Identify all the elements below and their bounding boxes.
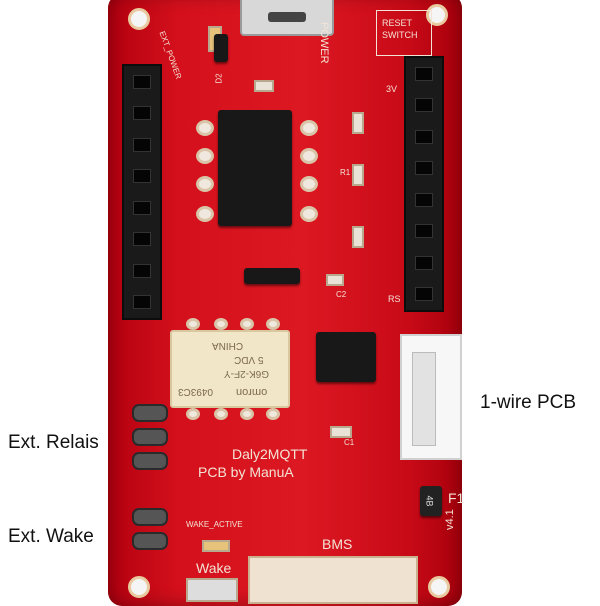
relay-text-voltage: 5 VDC: [234, 354, 264, 365]
led-wake: [202, 540, 230, 552]
ic-pad: [300, 176, 318, 192]
capacitor-c1: [330, 426, 352, 438]
relay-text-model: G6K-2F-Y: [224, 368, 270, 379]
relay-pad: [214, 408, 228, 420]
silk-wake-active: WAKE_ACTIVE: [186, 520, 243, 529]
silk-f1: F1: [448, 490, 465, 506]
callout-ext-wake: Ext. Wake: [8, 526, 94, 547]
silk-pin-3v: 3V: [386, 84, 398, 94]
soic-chip: [316, 332, 376, 382]
ext-wake-pins: [132, 508, 168, 550]
silk-c2: C2: [336, 290, 347, 299]
silk-bms: BMS: [322, 536, 353, 552]
silk-pin-rs: RS: [388, 294, 401, 304]
relay-pad: [240, 408, 254, 420]
relay-text-brand: omron: [236, 386, 268, 398]
resistor-a: [352, 112, 364, 134]
resistor-r1: [352, 164, 364, 186]
silk-switch: SWITCH: [382, 30, 418, 40]
relay-pad: [266, 318, 280, 330]
reset-switch-outline: [376, 10, 432, 56]
mounting-hole-top-left: [128, 8, 150, 30]
ic-pad: [196, 206, 214, 222]
one-wire-connector-slot: [412, 352, 436, 446]
board-title: Daly2MQTT: [232, 446, 308, 462]
callout-ext-relais: Ext. Relais: [8, 432, 99, 453]
usb-port: [268, 12, 306, 22]
relay-pad: [214, 318, 228, 330]
ic-pad: [196, 120, 214, 136]
ext-relais-pins: [132, 404, 168, 470]
fuse-f1: [420, 486, 442, 516]
silk-power: POWER: [318, 22, 330, 64]
mounting-hole-bottom-right: [428, 576, 450, 598]
resistor-b: [352, 226, 364, 248]
usb-connector: [240, 0, 334, 36]
capacitor-top: [254, 80, 274, 92]
silk-r1: R1: [340, 168, 351, 177]
silk-c1: C1: [344, 438, 355, 447]
silk-reset: RESET: [382, 18, 413, 28]
ic-pad: [196, 148, 214, 164]
capacitor-c2: [326, 274, 344, 286]
right-pin-header: [404, 56, 444, 312]
relay-text-code: 0493C3: [178, 386, 214, 397]
silk-version: v4.1: [444, 509, 456, 530]
relay-pad: [266, 408, 280, 420]
board-subtitle: PCB by ManuA: [198, 464, 294, 480]
wake-button: [186, 578, 238, 602]
silk-d2: D2: [214, 73, 224, 84]
relay-pad: [240, 318, 254, 330]
ic-pad: [300, 120, 318, 136]
bms-connector: [248, 556, 418, 604]
fuse-code: 4B: [424, 495, 435, 507]
ic-pad: [300, 206, 318, 222]
relay-pad: [186, 408, 200, 420]
silk-wake: Wake: [196, 560, 232, 576]
relay-pad: [186, 318, 200, 330]
diode-d2: [214, 34, 228, 62]
mounting-hole-bottom-left: [128, 576, 150, 598]
ic-pad: [300, 148, 318, 164]
circuit-board: [108, 0, 462, 606]
relay-text-china: CHINA: [212, 340, 244, 351]
ic-pad: [196, 176, 214, 192]
relay: CHINA 5 VDC G6K-2F-Y 0493C3 omron: [170, 330, 290, 408]
diode-mid: [244, 268, 300, 284]
left-pin-header: [122, 64, 162, 320]
dip-ic: [218, 110, 292, 226]
callout-one-wire: 1-wire PCB: [480, 392, 577, 413]
